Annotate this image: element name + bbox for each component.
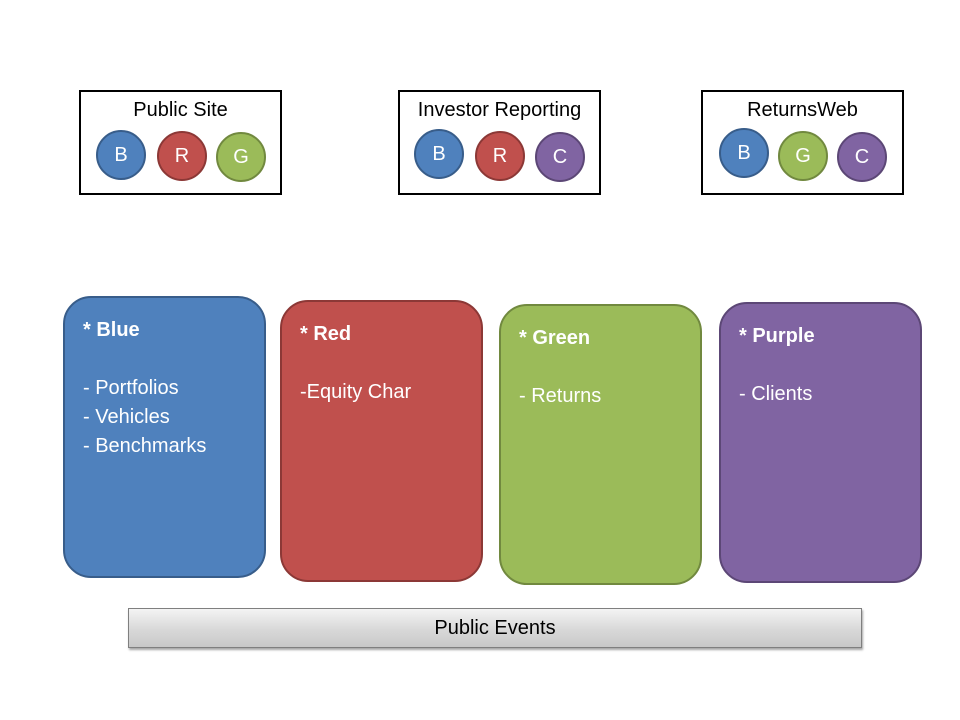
card-item: -Equity Char xyxy=(300,381,412,403)
context-card-purple: * Purple - Clients xyxy=(719,302,922,583)
circle-b: B xyxy=(96,130,146,180)
circle-g: G xyxy=(778,131,828,181)
app-title: Public Site xyxy=(133,99,228,121)
card-heading: * Red xyxy=(300,323,352,345)
circle-b: B xyxy=(414,129,464,179)
public-events-bar: Public Events xyxy=(128,608,862,648)
context-card-red: * Red -Equity Char xyxy=(280,300,483,582)
circle-r: R xyxy=(475,131,525,181)
card-item: - Returns xyxy=(519,385,602,407)
circle-c: C xyxy=(837,132,887,182)
card-item: - Clients xyxy=(739,383,813,405)
app-box-investor-reporting: Investor Reporting B R C xyxy=(398,90,601,195)
card-item: - Vehicles xyxy=(83,406,170,428)
context-card-blue: * Blue - Portfolios - Vehicles - Benchma… xyxy=(63,296,266,578)
card-heading: * Purple xyxy=(739,325,815,347)
circle-r: R xyxy=(157,131,207,181)
card-heading: * Blue xyxy=(83,319,140,341)
app-title: Investor Reporting xyxy=(417,99,582,121)
app-title: ReturnsWeb xyxy=(747,99,858,121)
app-box-returnsweb: ReturnsWeb B G C xyxy=(701,90,904,195)
card-heading: * Green xyxy=(519,327,591,349)
context-card-green: * Green - Returns xyxy=(499,304,702,585)
card-item: - Benchmarks xyxy=(83,435,207,457)
public-events-label: Public Events xyxy=(434,616,556,639)
circle-c: C xyxy=(535,132,585,182)
circle-b: B xyxy=(719,128,769,178)
circle-g: G xyxy=(216,132,266,182)
app-box-public-site: Public Site B R G xyxy=(79,90,282,195)
card-item: - Portfolios xyxy=(83,377,179,399)
